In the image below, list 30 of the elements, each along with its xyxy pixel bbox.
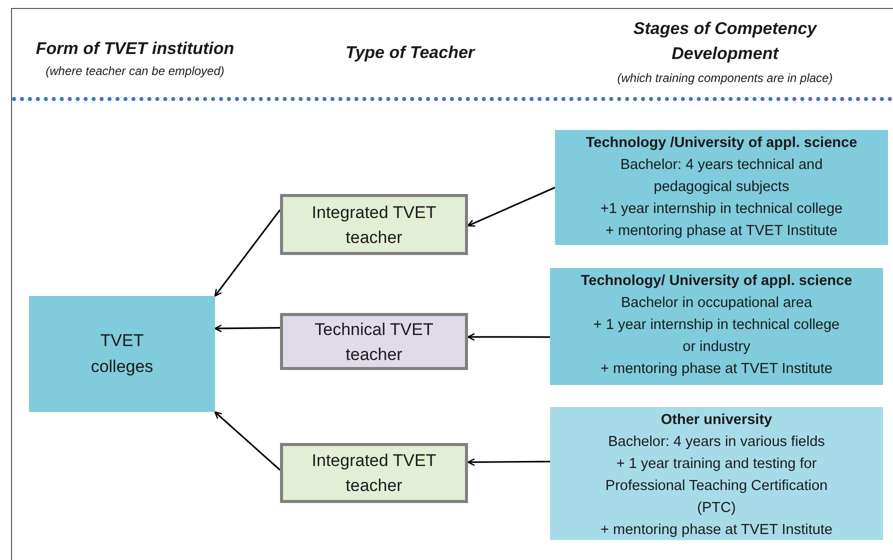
column-subheading: (where teacher can be employed): [46, 62, 224, 80]
arrow: [214, 209, 281, 297]
box-text: + mentoring phase at TVET Institute: [600, 521, 832, 540]
teacher-box: Technical TVET teacher: [280, 313, 468, 370]
arrow: [214, 411, 281, 471]
teacher-box: Integrated TVET teacher: [280, 443, 468, 503]
column-heading: Type of Teacher: [345, 42, 475, 64]
column-heading: Form of TVET institution: [36, 38, 234, 60]
box-text: + 1 year training and testing for Professional Teaching Certification (PTC): [604, 455, 829, 518]
box-text: Bachelor: 4 years in various fields: [608, 433, 825, 452]
box-text: + mentoring phase at TVET Institute: [606, 222, 838, 241]
box-text: +1 year internship in technical college: [600, 200, 843, 219]
box-text: Bachelor in occupational area: [620, 294, 812, 313]
institution-box: TVET colleges: [29, 296, 215, 412]
stage-box: [555, 130, 888, 245]
box-heading: Technology /University of appl. science: [586, 134, 858, 153]
arrow: [214, 324, 280, 332]
stage-box: [550, 268, 883, 385]
column-heading: Stages of Competency Development: [632, 18, 818, 65]
box-text: + 1 year internship in technical college or industry: [592, 316, 841, 357]
box-heading: Other university: [660, 411, 772, 430]
box-text: Bachelor: 4 years technical and pedagogical subjects: [619, 156, 824, 197]
stage-box: [550, 407, 883, 540]
box-heading: Technology/ University of appl. science: [580, 272, 852, 291]
arrow: [467, 333, 550, 341]
teacher-box: Integrated TVET teacher: [280, 194, 468, 255]
column-subheading: (which training components are in place): [617, 70, 833, 87]
arrow: [467, 186, 556, 227]
arrow: [467, 458, 550, 466]
box-text: + mentoring phase at TVET Institute: [600, 360, 832, 379]
